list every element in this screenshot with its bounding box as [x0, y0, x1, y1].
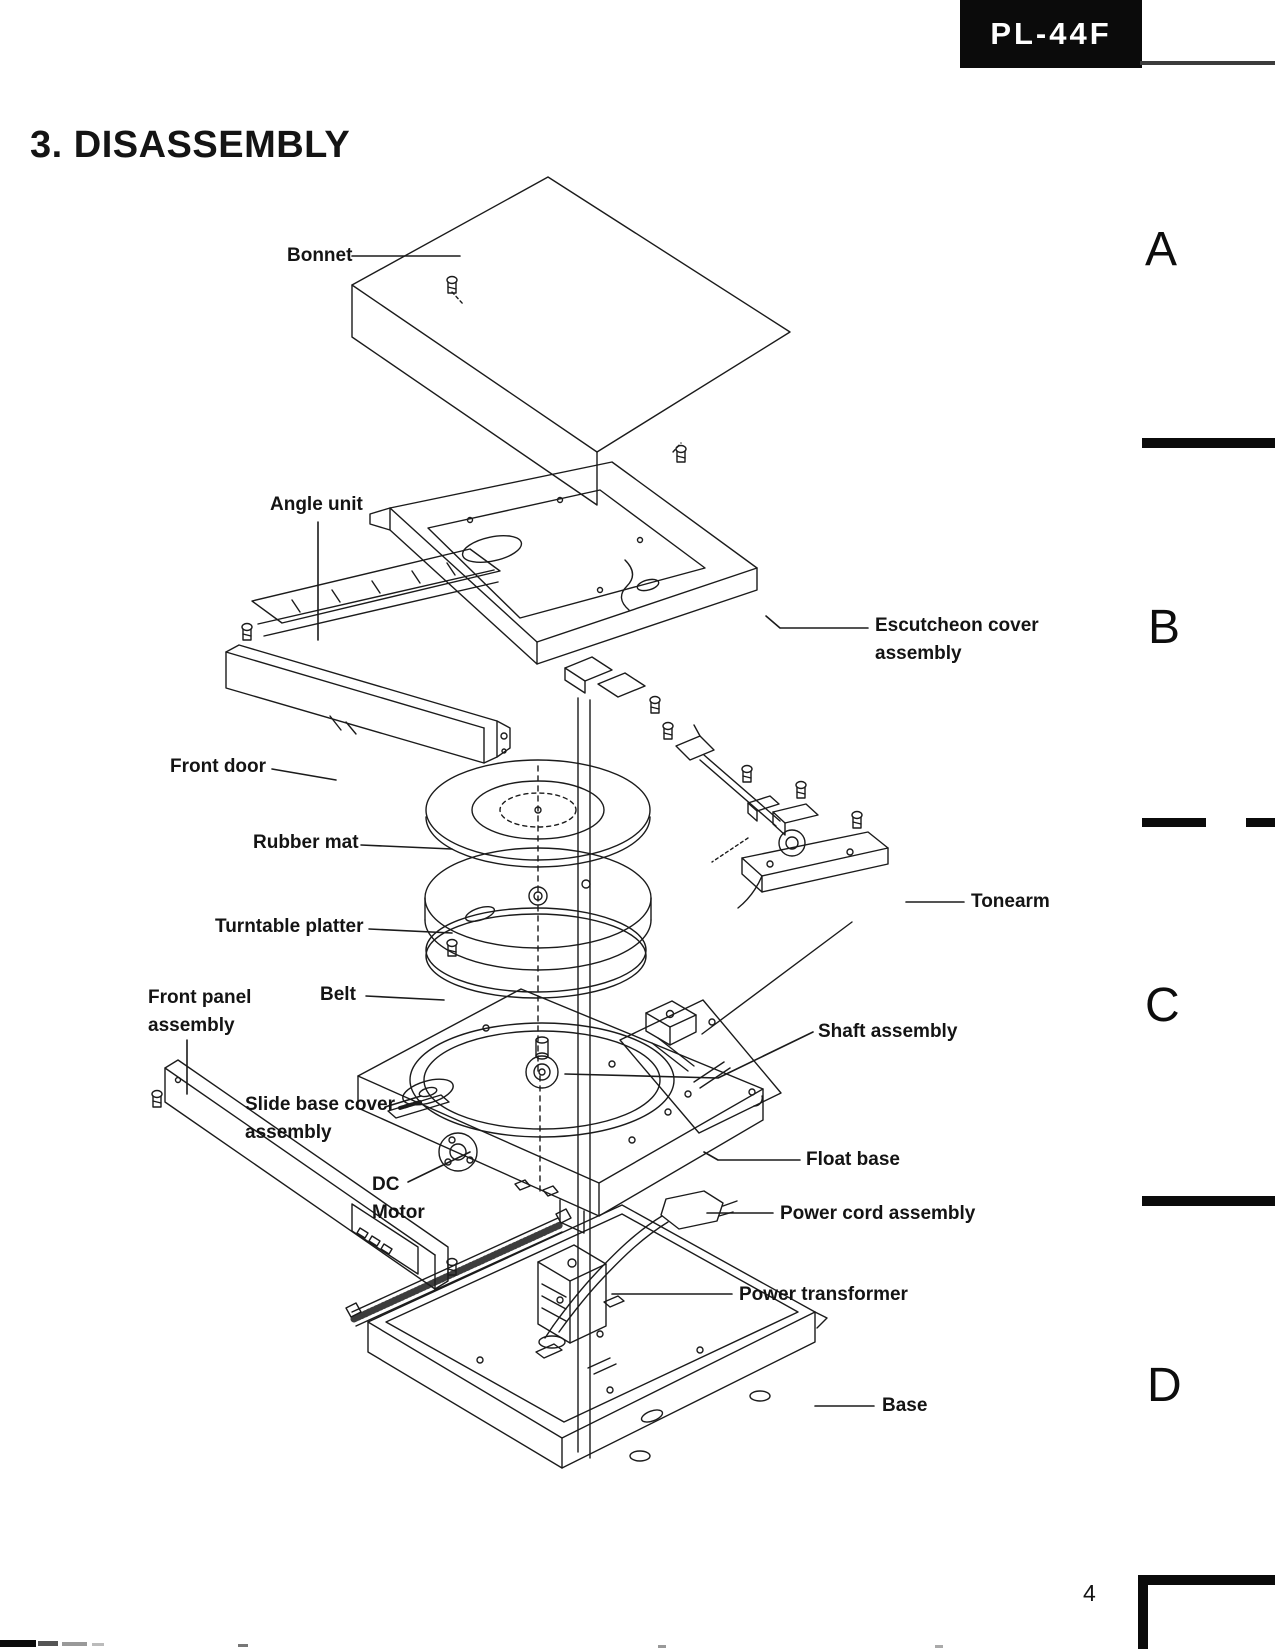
part-label-tonearm: Tonearm [971, 891, 1050, 912]
part-label-float-base: Float base [806, 1149, 900, 1170]
part-label-slide-base-cover-assembly: Slide base cover assembly [245, 1094, 395, 1143]
model-badge-text: PL-44F [990, 16, 1112, 51]
front-door-drawing [225, 644, 511, 764]
part-label-front-door: Front door [170, 756, 267, 777]
part-label-power-transformer: Power transformer [739, 1284, 908, 1305]
section-marker-a: A [1145, 223, 1178, 276]
part-label-dc-motor: DC Motor [372, 1174, 425, 1223]
section-marker-d: D [1147, 1359, 1182, 1412]
part-label-angle-unit: Angle unit [270, 494, 363, 515]
part-label-base: Base [882, 1395, 928, 1416]
bottom-mark-3 [62, 1642, 87, 1646]
escutcheon-cover-drawing [369, 461, 758, 740]
part-label-rubber-mat: Rubber mat [253, 832, 359, 853]
corner-bracket-horizontal [1138, 1575, 1275, 1585]
bottom-mark-7 [935, 1645, 943, 1648]
bottom-mark-4 [92, 1643, 104, 1646]
power-transformer-drawing [537, 1244, 607, 1349]
registration-dash-b2 [1246, 818, 1275, 827]
rubber-mat-drawing [425, 759, 651, 868]
tonearm-drawing [675, 724, 889, 1035]
bottom-mark-1 [0, 1640, 36, 1647]
angle-unit-drawing [241, 548, 501, 641]
part-label-escutcheon-cover-assembly: Escutcheon cover assembly [875, 615, 1039, 664]
section-marker-b: B [1148, 601, 1181, 654]
leader-lines [186, 255, 965, 1407]
page-title: 3. DISASSEMBLY [30, 124, 351, 166]
belt-drawing [425, 907, 647, 999]
part-label-bonnet: Bonnet [287, 245, 353, 266]
section-marker-c: C [1145, 979, 1180, 1032]
part-label-belt: Belt [320, 984, 356, 1005]
bonnet-drawing [351, 176, 791, 506]
part-label-turntable-platter: Turntable platter [215, 916, 364, 937]
corner-bracket-vertical [1138, 1575, 1148, 1649]
base-drawing [345, 1204, 828, 1469]
float-base-drawing [619, 999, 782, 1134]
header-rule [1140, 61, 1275, 65]
registration-bar-c [1142, 1196, 1275, 1206]
bottom-mark-5 [238, 1644, 248, 1647]
part-label-front-panel-assembly: Front panel assembly [148, 987, 252, 1036]
front-panel-drawing [151, 1059, 458, 1290]
registration-bar-a [1142, 438, 1275, 448]
part-label-power-cord-assembly: Power cord assembly [780, 1203, 976, 1224]
part-label-shaft-assembly: Shaft assembly [818, 1021, 958, 1042]
model-badge: PL-44F [960, 0, 1142, 68]
registration-dash-b1 [1142, 818, 1206, 827]
bottom-mark-2 [38, 1641, 58, 1646]
page-number: 4 [1083, 1580, 1096, 1606]
bottom-mark-6 [658, 1645, 666, 1648]
